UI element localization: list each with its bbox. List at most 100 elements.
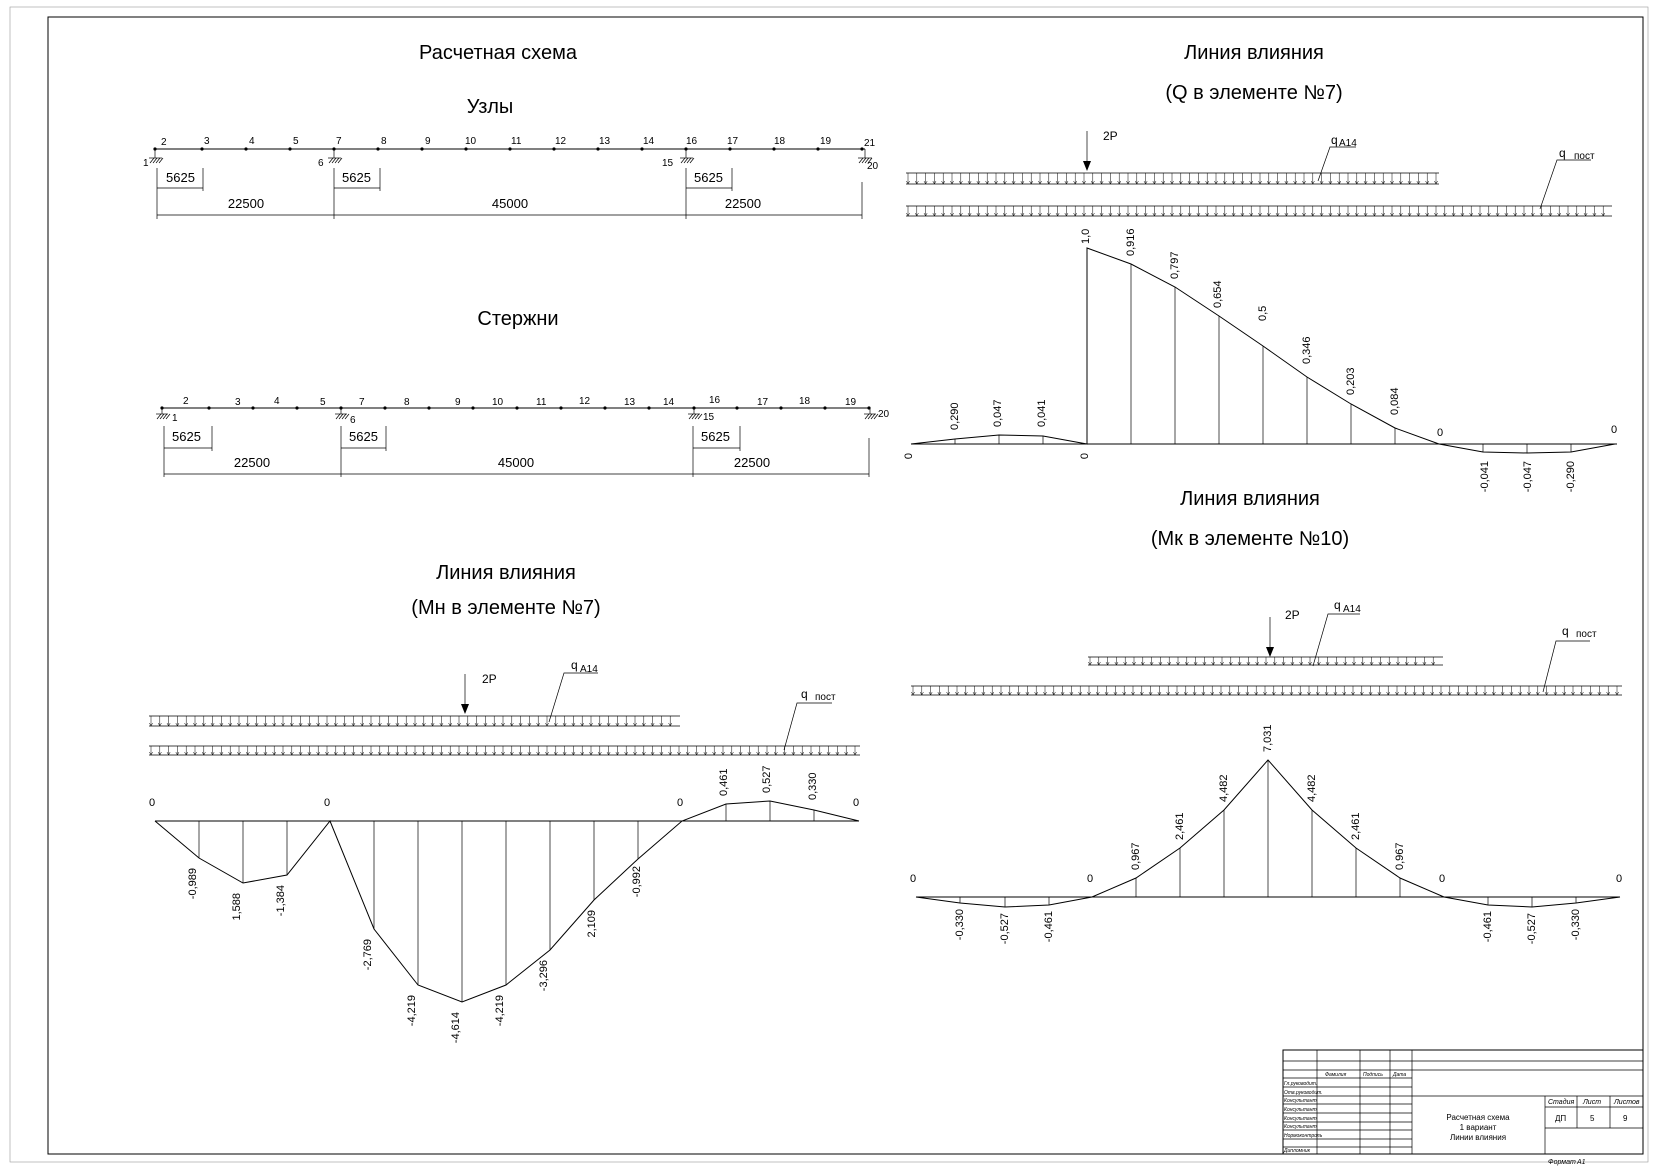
load-arrow-head xyxy=(1038,180,1042,185)
load-arrow-head xyxy=(228,751,233,756)
load-arrow-head xyxy=(1566,212,1570,217)
load-arrow-head xyxy=(545,751,549,756)
il-value-label: 0,654 xyxy=(1212,280,1224,308)
rod-label: 7 xyxy=(359,397,365,408)
load-arrow-head xyxy=(254,722,259,727)
load-arrow-head xyxy=(1167,661,1172,666)
load-arrow-head xyxy=(1298,691,1303,696)
stamp-doc-title-3: Линии влияния xyxy=(1450,1133,1506,1142)
force-arrow-icon xyxy=(461,704,469,714)
node-dot xyxy=(772,147,776,151)
rod-label: 4 xyxy=(274,396,280,407)
outer-trim-frame xyxy=(9,6,1649,1163)
node-label: 3 xyxy=(204,136,210,147)
node-dot xyxy=(376,147,380,151)
load-arrow-head xyxy=(1029,180,1034,185)
node-label: 5 xyxy=(293,136,299,147)
load-arrow-head xyxy=(157,722,162,727)
load-arrow-head xyxy=(1143,180,1148,185)
il-value-label: -0,527 xyxy=(999,913,1011,944)
load-arrow-head xyxy=(562,751,567,756)
support-hatch xyxy=(344,413,350,420)
il-value-label: 0,346 xyxy=(1301,336,1313,364)
node-label: 10 xyxy=(465,136,477,147)
load-arrow-head xyxy=(1088,661,1092,666)
force-label: 2P xyxy=(482,672,497,686)
rod-label: 8 xyxy=(404,397,410,408)
mk10-loads: 2P q A14 q пост xyxy=(911,598,1622,696)
support-hatch xyxy=(328,157,334,164)
support-hatch xyxy=(867,157,873,164)
dim-span: 45000 xyxy=(498,455,534,470)
load-arrow-head xyxy=(1447,691,1452,696)
load-arrow-head xyxy=(1395,691,1399,696)
support-hatch xyxy=(697,413,703,420)
load-arrow-head xyxy=(1548,212,1553,217)
load-arrow-head xyxy=(624,722,629,727)
load-arrow-head xyxy=(457,751,461,756)
load-arrow-head xyxy=(1176,661,1180,666)
load-arrow-head xyxy=(342,751,347,756)
load-arrow-head xyxy=(967,212,972,217)
load-arrow-head xyxy=(1308,661,1312,666)
stamp-stage-label: Стадия xyxy=(1548,1098,1574,1106)
load-arrow-head xyxy=(1403,691,1408,696)
node-label: 18 xyxy=(774,136,786,147)
il-value-label: 1,588 xyxy=(231,893,243,921)
load-arrow-head xyxy=(919,691,924,696)
stamp-role: Нормоконтроль xyxy=(1284,1133,1323,1139)
load-arrow-head xyxy=(1354,212,1359,217)
load-arrow-head xyxy=(1210,691,1215,696)
load-arrow-head xyxy=(1123,661,1128,666)
load-arrow-head xyxy=(1562,691,1567,696)
load-arrow-head xyxy=(606,751,611,756)
load-arrow-head xyxy=(571,751,576,756)
load-arrow-head xyxy=(1108,212,1113,217)
rod-support-label: 6 xyxy=(350,415,356,426)
rod-label: 14 xyxy=(663,397,675,408)
load-arrow-head xyxy=(659,722,664,727)
q7-permanent-load xyxy=(906,205,1612,217)
stamp-doc-title-1: Расчетная схема xyxy=(1446,1113,1510,1122)
load-arrow-head xyxy=(483,722,488,727)
rod-support-label: 1 xyxy=(172,413,178,424)
load-arrow-head xyxy=(1055,180,1060,185)
load-arrow-head xyxy=(1016,691,1021,696)
load-arrow-head xyxy=(439,722,444,727)
support-hatch xyxy=(156,413,162,420)
load-arrow-head xyxy=(1046,212,1051,217)
load-arrow-head xyxy=(1343,661,1348,666)
load-arrow-head xyxy=(1205,212,1210,217)
load-arrow-head xyxy=(1509,691,1514,696)
load-arrow-head xyxy=(1354,180,1359,185)
load-arrow-head xyxy=(1140,661,1145,666)
load-arrow-head xyxy=(1299,661,1304,666)
il-value-label: 0 xyxy=(324,797,330,809)
load-arrow-head xyxy=(1214,180,1218,185)
load-arrow-head xyxy=(289,751,294,756)
dim-span: 22500 xyxy=(734,455,770,470)
il-value-label: 2,461 xyxy=(1350,812,1362,840)
load-arrow-head xyxy=(1240,212,1245,217)
il-value-label: 0,461 xyxy=(718,768,730,796)
load-arrow-head xyxy=(756,751,761,756)
il-value-label: 0 xyxy=(903,453,915,459)
load-arrow-head xyxy=(1363,180,1368,185)
load-arrow-head xyxy=(1381,180,1386,185)
il-value-label: -3,296 xyxy=(538,960,550,991)
load-arrow-head xyxy=(580,722,585,727)
load-arrow-head xyxy=(615,722,620,727)
load-arrow-head xyxy=(1187,212,1192,217)
load-arrow-head xyxy=(914,212,919,217)
load-arrow-head xyxy=(281,722,285,727)
q-perm-sub: пост xyxy=(1576,629,1597,640)
rod-label: 3 xyxy=(235,397,241,408)
il-value-label: 0,047 xyxy=(992,399,1004,427)
load-arrow-head xyxy=(1469,212,1474,217)
load-arrow-head xyxy=(1281,661,1286,666)
load-arrow-head xyxy=(1271,691,1276,696)
load-arrow-head xyxy=(465,751,470,756)
support-hatch xyxy=(867,413,873,420)
q-perm-label: q xyxy=(801,687,808,701)
